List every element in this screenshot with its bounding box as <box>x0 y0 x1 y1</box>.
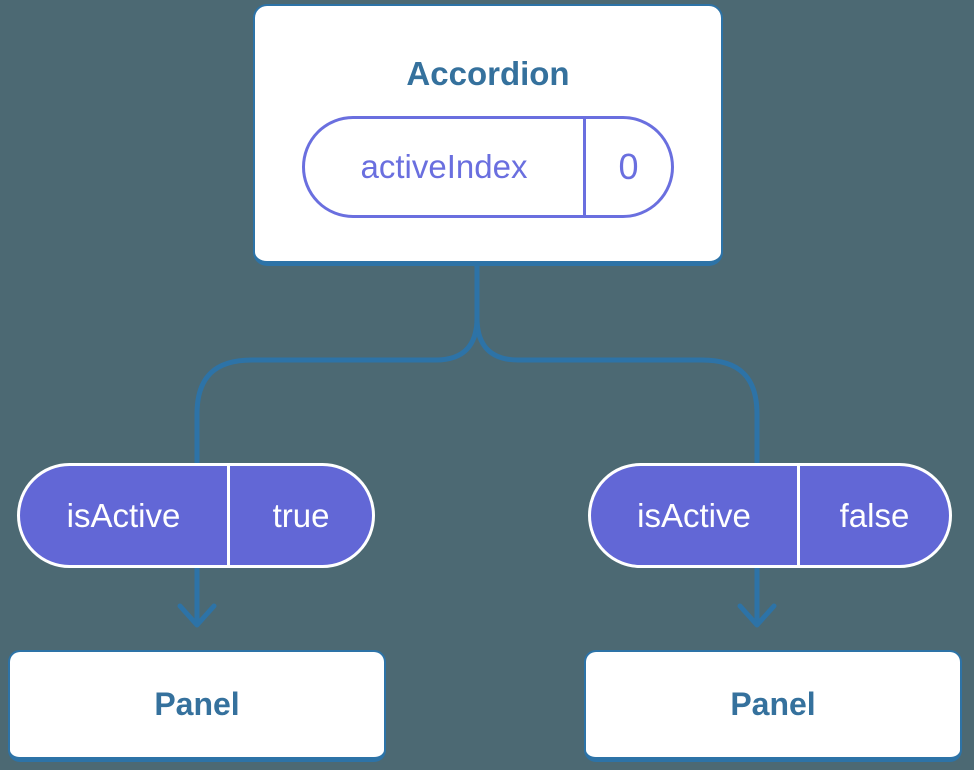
is-active-pill-left: isActive true <box>17 463 375 568</box>
panel-node-left: Panel <box>8 650 386 762</box>
arrowhead-left-icon <box>177 603 217 628</box>
panel-label: Panel <box>730 686 816 722</box>
prop-name-segment: isActive <box>591 466 800 565</box>
prop-value-segment: false <box>839 496 910 534</box>
active-index-pill: activeIndex 0 <box>302 116 674 218</box>
prop-name-segment: activeIndex <box>305 119 586 215</box>
panel-node-right: Panel <box>584 650 962 762</box>
connector-right-branch <box>474 263 760 623</box>
prop-value-segment: true <box>272 496 330 534</box>
arrowhead-right-icon <box>737 603 777 628</box>
is-active-pill-right: isActive false <box>588 463 952 568</box>
panel-label: Panel <box>154 686 240 722</box>
accordion-title: Accordion <box>406 55 570 92</box>
prop-name-segment: isActive <box>20 466 230 565</box>
prop-value-segment: 0 <box>618 146 639 187</box>
connector-left-branch <box>194 263 480 623</box>
accordion-node: Accordion activeIndex 0 <box>253 4 723 266</box>
